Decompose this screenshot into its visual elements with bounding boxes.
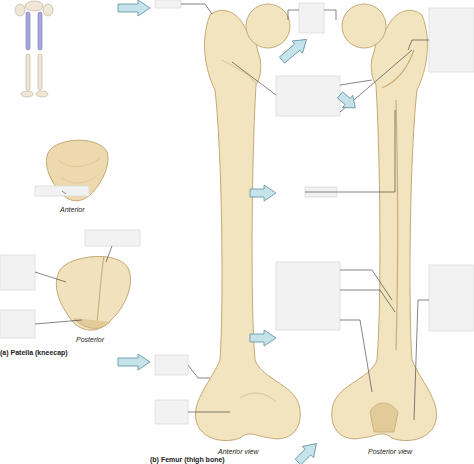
leader-line	[414, 300, 429, 420]
femur-bone	[195, 10, 300, 440]
leader-line	[340, 270, 395, 312]
leader-line	[106, 246, 112, 262]
femur-anterior	[195, 4, 300, 441]
foot-shape	[21, 91, 33, 97]
femur-bone	[332, 10, 437, 440]
blank-label	[299, 3, 324, 33]
blank-label	[155, 355, 188, 375]
leader-line	[188, 412, 230, 413]
pelvis-shape	[25, 1, 43, 11]
patella-ridge	[96, 256, 104, 330]
leader-line	[188, 365, 210, 378]
pointer-arrow	[250, 185, 276, 201]
bone-texture	[58, 158, 100, 183]
pointer-arrows	[118, 0, 360, 464]
leader-line	[340, 320, 372, 392]
blank-label	[429, 265, 474, 331]
intertrochanteric-crest	[382, 50, 414, 88]
pointer-arrow	[118, 0, 150, 16]
blank-label	[155, 400, 188, 424]
foot-shape	[36, 91, 48, 97]
blank-label	[155, 0, 181, 8]
intertrochanteric-line	[222, 60, 256, 84]
leader-line	[288, 10, 336, 20]
femur-posterior	[332, 4, 437, 441]
leader-line	[35, 272, 66, 282]
highlighted-femur	[38, 12, 42, 50]
view-label: Anterior	[60, 206, 85, 213]
view-label: Anterior view	[218, 448, 258, 455]
linea-aspera	[396, 100, 398, 350]
pointer-arrow	[250, 330, 276, 346]
pointer-arrow	[277, 33, 312, 66]
figure-caption: (b) Femur (thigh bone)	[150, 456, 225, 463]
blank-label-boxes	[0, 0, 474, 424]
leader-line	[408, 40, 429, 50]
femur-head	[246, 4, 290, 48]
leader-lines	[35, 4, 429, 420]
patellar-surface	[240, 393, 276, 402]
view-label: Posterior	[76, 336, 104, 343]
hand-shape	[15, 4, 25, 16]
view-label: Posterior view	[368, 448, 412, 455]
leg-bone	[38, 54, 42, 90]
skeleton-thumbnail	[15, 1, 53, 97]
leader-line	[305, 110, 395, 192]
blank-label	[276, 76, 340, 116]
blank-label	[276, 262, 340, 330]
figure-caption: (a) Patella (kneecap)	[0, 349, 68, 356]
leader-line	[232, 62, 276, 95]
leader-line	[62, 191, 66, 194]
pointer-arrow	[292, 438, 322, 464]
intercondylar-fossa	[370, 403, 398, 432]
blank-label	[0, 255, 35, 290]
blank-label	[85, 230, 140, 246]
patella-posterior	[56, 256, 130, 330]
highlighted-femur	[26, 12, 30, 50]
patella-apex	[74, 318, 110, 328]
pointer-arrow	[335, 89, 361, 114]
leader-line	[181, 4, 212, 14]
pointer-arrow	[118, 354, 150, 370]
femur-head	[342, 4, 386, 48]
blank-label	[0, 310, 35, 338]
leg-bone	[26, 54, 30, 90]
blank-label	[429, 8, 474, 72]
leader-line	[35, 320, 82, 324]
blank-label	[35, 186, 89, 196]
hand-shape	[43, 4, 53, 16]
